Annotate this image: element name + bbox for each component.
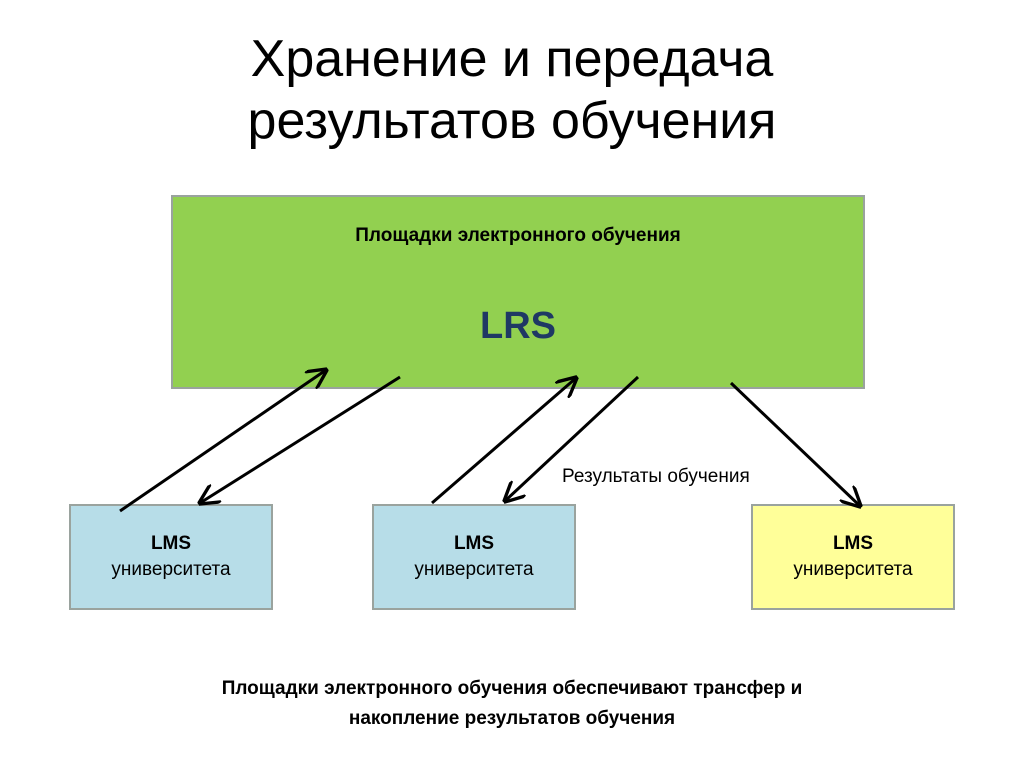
- footer-text: Площадки электронного обучения обеспечив…: [0, 674, 1024, 734]
- lrs-label: LRS: [480, 305, 556, 347]
- footer-line-1: Площадки электронного обучения обеспечив…: [221, 678, 803, 699]
- arrow-lrs-to-lms3: [729, 381, 860, 506]
- lms-name: LMS: [150, 533, 192, 554]
- lms-subtitle: университета: [793, 559, 913, 580]
- lms-subtitle: университета: [111, 559, 231, 580]
- title-line-2: результатов обучения: [247, 92, 777, 150]
- footer-line-2: накопление результатов обучения: [348, 708, 676, 729]
- title-line-1: Хранение и передача: [250, 30, 774, 88]
- lms-box-2: LMS университета: [372, 504, 576, 610]
- lms-name: LMS: [832, 533, 874, 554]
- lms-subtitle: университета: [414, 559, 534, 580]
- lms-box-1: LMS университета: [69, 504, 273, 610]
- page-title: Хранение и передача результатов обучения: [0, 28, 1024, 152]
- arrow-lms1-to-lrs: [119, 370, 326, 513]
- lms-name: LMS: [453, 533, 495, 554]
- arrow-lms2-to-lrs: [431, 378, 576, 505]
- arrow-lrs-to-lms2: [505, 375, 640, 501]
- arrow-label: Результаты обучения: [562, 466, 750, 487]
- lrs-subtitle: Площадки электронного обучения: [355, 225, 681, 246]
- arrow-lrs-to-lms1: [200, 375, 401, 503]
- lrs-box: Площадки электронного обучения LRS: [171, 195, 865, 389]
